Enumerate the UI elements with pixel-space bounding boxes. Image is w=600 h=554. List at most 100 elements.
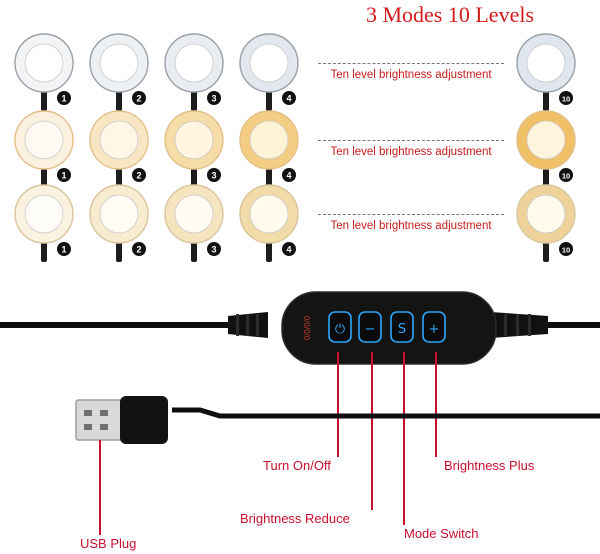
ring-light-neutral-level-1: 1 xyxy=(14,184,74,262)
ring-light-warm-level-1: 1 xyxy=(14,110,74,188)
stand-stem xyxy=(543,89,549,111)
power-icon: ⏻ xyxy=(335,322,345,337)
button-frame xyxy=(358,311,382,343)
level-number: 10 xyxy=(562,172,570,181)
usb-hole xyxy=(84,410,92,416)
usb-housing xyxy=(120,396,168,444)
level-number: 4 xyxy=(286,245,291,255)
level-badge xyxy=(57,242,71,256)
ring-inner xyxy=(526,120,566,160)
stand-stem xyxy=(116,89,122,111)
controller-illustration: 0/0/0/0 ⏻−S + xyxy=(0,291,600,535)
mode-switch-label: Mode Switch xyxy=(404,526,479,541)
ring-light-cool-level-1: 1 xyxy=(14,33,74,111)
level-badge xyxy=(57,168,71,182)
stand-stem xyxy=(543,240,549,262)
ridge xyxy=(256,314,259,336)
button-frame xyxy=(328,311,352,343)
ring-light-cool-level-10: 10 xyxy=(516,33,576,111)
ring-inner xyxy=(526,43,566,83)
ring-light-warm-level-4: 4 xyxy=(239,110,299,188)
ring-inner xyxy=(99,120,139,160)
stand-stem xyxy=(41,89,47,111)
cable-right xyxy=(500,322,600,328)
level-badge xyxy=(559,168,573,182)
controller-button-power: ⏻ xyxy=(328,311,352,343)
stand-stem xyxy=(266,240,272,262)
level-number: 4 xyxy=(286,171,291,181)
level-number: 2 xyxy=(136,94,141,104)
stand-stem xyxy=(266,89,272,111)
ridge xyxy=(504,314,507,336)
stand-stem xyxy=(543,166,549,188)
caption-divider xyxy=(318,63,504,64)
level-badge xyxy=(282,91,296,105)
level-badge xyxy=(207,242,221,256)
ring-light-warm-level-2: 2 xyxy=(89,110,149,188)
level-badge xyxy=(559,91,573,105)
ring-light-cool-level-3: 3 xyxy=(164,33,224,111)
brightness-caption: Ten level brightness adjustment xyxy=(330,220,492,232)
controller-button-mode-switch: S xyxy=(390,311,414,343)
usb-plug-label: USB Plug xyxy=(80,536,137,551)
ridge xyxy=(236,314,239,336)
usb-hole xyxy=(100,410,108,416)
ring-light-cool-level-2: 2 xyxy=(89,33,149,111)
ring-inner xyxy=(174,120,214,160)
ring-inner xyxy=(249,194,289,234)
ring-inner xyxy=(24,43,64,83)
ridge xyxy=(528,314,531,336)
brightness-reduce-label: Brightness Reduce xyxy=(240,511,350,526)
button-frame xyxy=(390,311,414,343)
controller-body xyxy=(281,291,497,365)
ring-inner xyxy=(174,43,214,83)
level-number: 10 xyxy=(562,95,570,104)
cable-left xyxy=(0,322,240,328)
usb-connector xyxy=(75,399,123,441)
level-number: 3 xyxy=(211,94,216,104)
level-number: 2 xyxy=(136,171,141,181)
caption-divider xyxy=(318,140,504,141)
level-number: 4 xyxy=(286,94,291,104)
stand-stem xyxy=(41,166,47,188)
usb-hole xyxy=(84,424,92,430)
level-badge xyxy=(132,168,146,182)
ring-light-neutral-level-3: 3 xyxy=(164,184,224,262)
brightness-caption: Ten level brightness adjustment xyxy=(330,146,492,158)
brightness-plus-label: Brightness Plus xyxy=(444,458,535,473)
brand-text: 0/0/0/0 xyxy=(302,316,311,341)
ring-inner xyxy=(24,120,64,160)
level-number: 1 xyxy=(61,171,66,181)
level-number: 3 xyxy=(211,171,216,181)
controller-button-minus: − xyxy=(358,311,382,343)
stand-stem xyxy=(191,89,197,111)
button-frame xyxy=(422,311,446,343)
ring-light-warm-level-3: 3 xyxy=(164,110,224,188)
level-badge xyxy=(282,242,296,256)
level-number: 3 xyxy=(211,245,216,255)
brightness-caption: Ten level brightness adjustment xyxy=(330,69,492,81)
level-badge xyxy=(132,91,146,105)
plus-icon: + xyxy=(429,322,440,337)
usb-hole xyxy=(100,424,108,430)
stand-stem xyxy=(116,240,122,262)
level-badge xyxy=(132,242,146,256)
ring-inner xyxy=(99,43,139,83)
level-number: 1 xyxy=(61,94,66,104)
ring-light-cool-level-4: 4 xyxy=(239,33,299,111)
caption-divider xyxy=(318,214,504,215)
stand-stem xyxy=(41,240,47,262)
stand-stem xyxy=(191,240,197,262)
ridge xyxy=(516,314,519,336)
level-badge xyxy=(207,168,221,182)
level-number: 1 xyxy=(61,245,66,255)
ring-inner xyxy=(174,194,214,234)
page-title: 3 Modes 10 Levels xyxy=(365,2,535,27)
level-badge xyxy=(207,91,221,105)
ring-light-warm-level-10: 10 xyxy=(516,110,576,188)
level-number: 2 xyxy=(136,245,141,255)
level-badge xyxy=(282,168,296,182)
